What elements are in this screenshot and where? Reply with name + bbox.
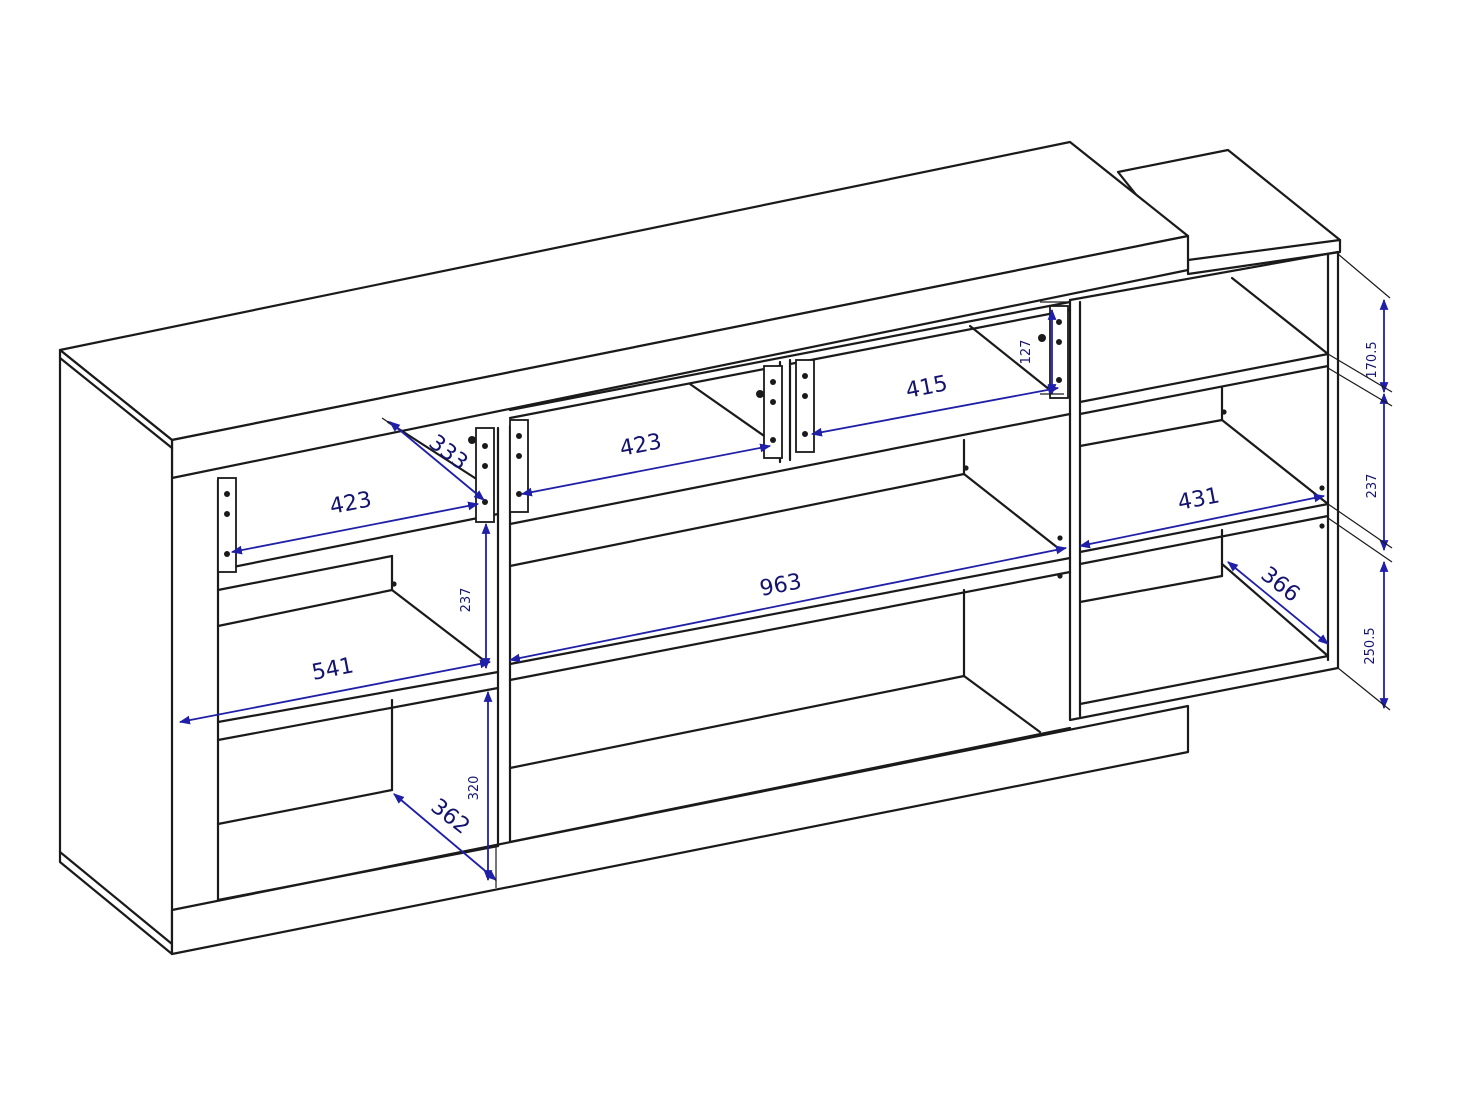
dim-line-423-mid [520, 443, 772, 497]
dim-line-541 [178, 659, 492, 725]
label-423-mid: 423 [618, 429, 664, 462]
dim-line-366 [1227, 561, 1329, 645]
label-423-left: 423 [328, 487, 374, 520]
label-333: 333 [424, 430, 472, 476]
dim-line-963 [508, 545, 1068, 663]
label-127: 127 [1019, 340, 1034, 365]
label-250-5: 250.5 [1363, 627, 1378, 664]
label-431: 431 [1176, 483, 1222, 516]
label-237-right: 237 [1365, 474, 1380, 499]
dim-line-423-left [230, 501, 480, 555]
flap-bracket-1 [475, 427, 495, 523]
label-237-left: 237 [459, 588, 474, 613]
label-170-5: 170.5 [1365, 341, 1380, 378]
extension-lines [381, 253, 1393, 888]
left-side-panel [58, 348, 174, 956]
dimension-lines [178, 298, 1389, 882]
label-415: 415 [904, 371, 950, 404]
label-320: 320 [467, 776, 482, 801]
dim-line-415 [810, 385, 1060, 437]
plinth [170, 704, 1190, 956]
flap-bracket-3 [763, 365, 783, 459]
dim-line-431 [1078, 493, 1326, 549]
label-541: 541 [310, 653, 356, 686]
dim-line-362 [393, 793, 497, 881]
dim-line-333 [389, 421, 485, 501]
label-963: 963 [758, 569, 804, 602]
